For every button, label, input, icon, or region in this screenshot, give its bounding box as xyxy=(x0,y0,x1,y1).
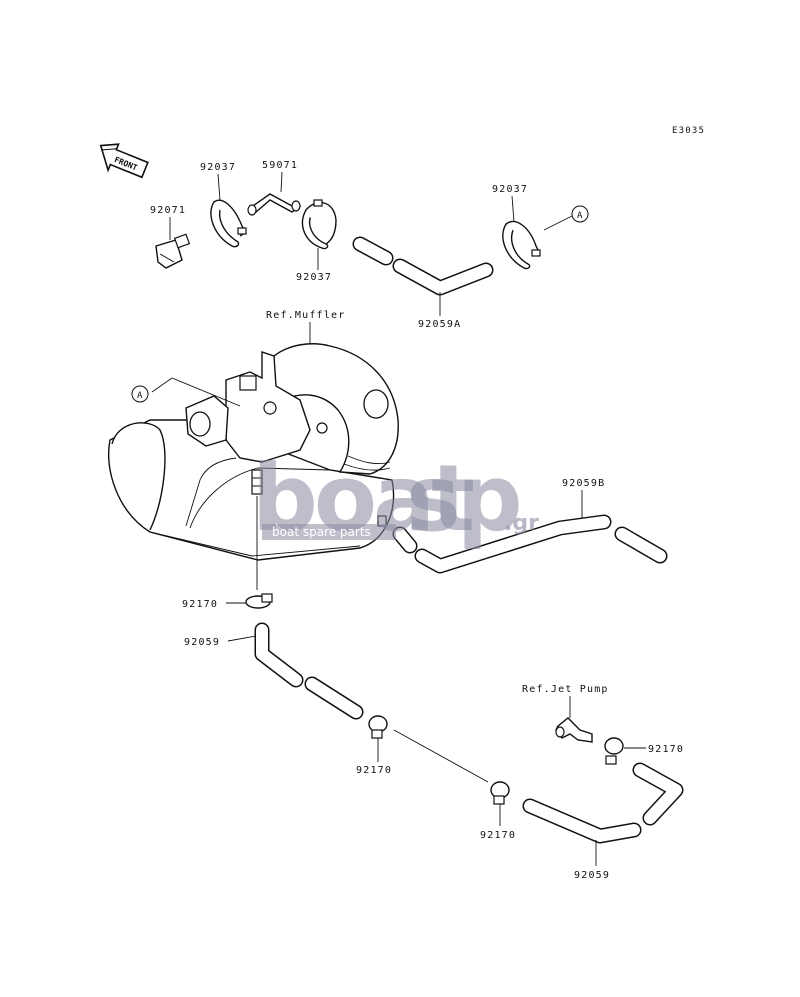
label-hose-92059b: 92059B xyxy=(562,478,605,489)
marker-a-muffler-label: A xyxy=(137,391,143,401)
label-clamp-left: 92170 xyxy=(182,599,218,610)
clamp-top-left xyxy=(210,199,247,248)
diagram-code: E3035 xyxy=(672,126,705,136)
label-clamp-top-left: 92037 xyxy=(200,162,236,173)
clamp-lower xyxy=(490,781,510,805)
label-hose-right: 92059 xyxy=(574,870,610,881)
label-clamp-top-mid: 92037 xyxy=(296,272,332,283)
clamp-top-mid xyxy=(301,199,337,250)
hose-92059a xyxy=(352,236,494,296)
watermark-tagline: boat spare parts xyxy=(272,525,371,539)
label-ref-jet-pump: Ref.Jet Pump xyxy=(522,684,609,695)
label-clamp-lower: 92170 xyxy=(480,830,516,841)
clamp-right xyxy=(604,737,624,765)
label-clamp-mid: 92170 xyxy=(356,765,392,776)
fitting-59071 xyxy=(247,193,302,216)
hose-right xyxy=(522,762,684,844)
label-hose-92059a: 92059A xyxy=(418,319,461,330)
marker-a-top-label: A xyxy=(577,211,583,221)
label-fitting: 59071 xyxy=(262,160,298,171)
label-clamp-right: 92170 xyxy=(648,744,684,755)
label-cap: 92071 xyxy=(150,205,186,216)
hose-left xyxy=(254,622,364,720)
watermark-logo: boat sp .gr boat spare parts xyxy=(252,445,539,552)
label-clamp-top-right: 92037 xyxy=(492,184,528,195)
jet-pump-fitting xyxy=(555,717,593,743)
hose-92059b xyxy=(392,514,668,574)
front-arrow-icon: FRONT xyxy=(99,143,149,179)
marker-a-top: A xyxy=(571,205,589,223)
marker-a-muffler: A xyxy=(131,385,149,403)
watermark-domain: .gr xyxy=(504,511,539,536)
cap-92071 xyxy=(155,233,191,269)
clamp-left xyxy=(245,593,273,609)
watermark-brand-part2: sp xyxy=(406,445,519,552)
clamp-top-right xyxy=(502,220,541,270)
clamp-mid xyxy=(368,715,388,739)
label-hose-left: 92059 xyxy=(184,637,220,648)
label-ref-muffler: Ref.Muffler xyxy=(266,310,345,321)
